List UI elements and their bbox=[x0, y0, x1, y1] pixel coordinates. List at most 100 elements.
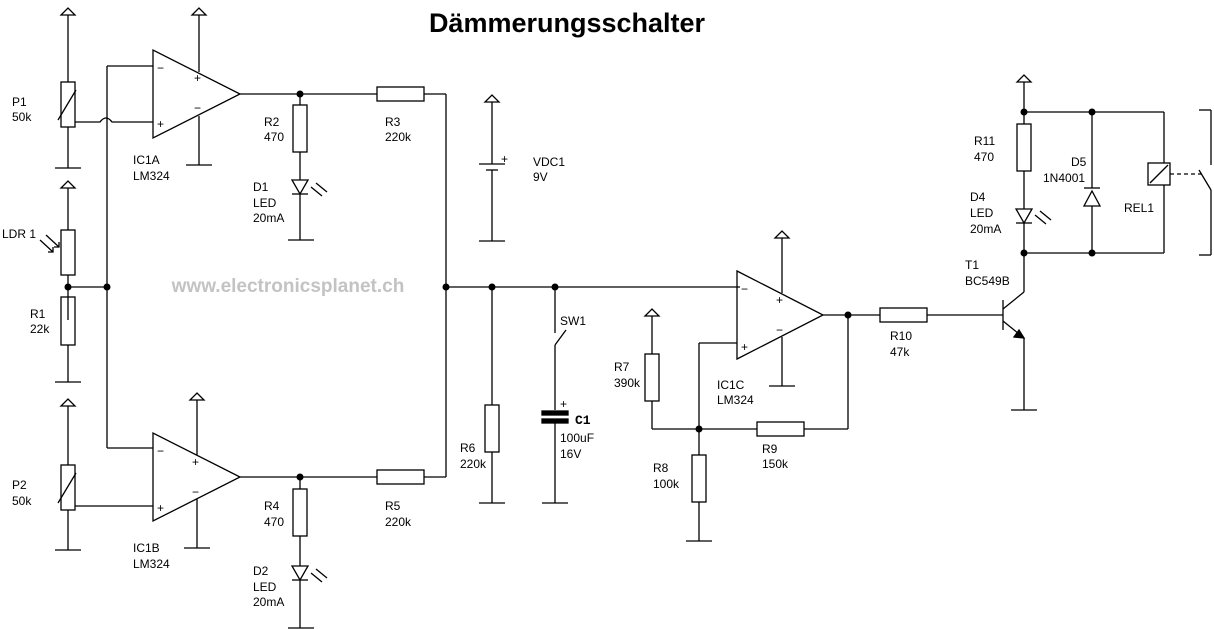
resistor-r5 bbox=[376, 469, 446, 485]
r4-value: 470 bbox=[264, 515, 284, 529]
ic1a-ref: IC1A bbox=[133, 153, 160, 167]
supply-arrow-icon bbox=[643, 308, 661, 317]
d2-value: 20mA bbox=[253, 595, 284, 609]
vdc1-value: 9V bbox=[533, 170, 548, 184]
r1-value: 22k bbox=[30, 322, 50, 336]
ic1b-vplus-pin: + bbox=[192, 455, 199, 469]
r9-value: 150k bbox=[762, 457, 789, 471]
r11-ref: R11 bbox=[974, 134, 995, 148]
supply-arrow-icon bbox=[59, 7, 77, 16]
ic1c-vplus-pin: + bbox=[776, 293, 783, 307]
vdc1-plus: + bbox=[501, 152, 508, 166]
r8-value: 100k bbox=[653, 477, 680, 491]
ic1a-vminus-pin: − bbox=[194, 101, 201, 115]
opamp-ic1a bbox=[152, 7, 377, 166]
d4-type: LED bbox=[970, 206, 994, 220]
c1-voltage: 16V bbox=[560, 447, 581, 461]
p2-ref: P2 bbox=[12, 478, 27, 492]
resistor-r6 bbox=[479, 287, 505, 504]
ic1b-vminus-pin: − bbox=[192, 485, 199, 499]
r4-d2-branch bbox=[288, 473, 328, 629]
supply-arrow-icon bbox=[59, 398, 77, 407]
r5-ref: R5 bbox=[385, 499, 401, 513]
ic1b-noninverting-pin: + bbox=[157, 501, 164, 515]
r2-ref: R2 bbox=[264, 115, 280, 129]
d5-value: 1N4001 bbox=[1043, 171, 1085, 185]
r4-ref: R4 bbox=[264, 499, 280, 513]
d1-value: 20mA bbox=[253, 211, 284, 225]
c1-ref: C1 bbox=[575, 413, 591, 428]
ic1c-noninverting-pin: + bbox=[741, 340, 748, 354]
schematic-title: Dämmerungsschalter bbox=[429, 8, 706, 38]
supply-arrow-icon bbox=[59, 180, 77, 189]
hysteresis-network bbox=[643, 308, 848, 542]
summing-bus bbox=[442, 94, 740, 477]
opamp-ic1c bbox=[698, 230, 880, 455]
r8-ref: R8 bbox=[653, 461, 669, 475]
r2-value: 470 bbox=[264, 130, 284, 144]
d4-value: 20mA bbox=[970, 222, 1001, 236]
ic1b-inverting-pin: − bbox=[157, 444, 164, 458]
ldr-node-wiring bbox=[103, 65, 153, 449]
r10-ref: R10 bbox=[890, 329, 912, 343]
supply-arrow-icon bbox=[773, 230, 791, 239]
r3-ref: R3 bbox=[385, 115, 401, 129]
p1-ref: P1 bbox=[12, 95, 27, 109]
diode-d5-icon bbox=[1082, 189, 1102, 207]
c1-plus: + bbox=[560, 397, 567, 411]
opamp-ic1b bbox=[152, 392, 377, 549]
watermark: www.electronicsplanet.ch bbox=[171, 276, 405, 297]
led-d2-icon bbox=[290, 565, 310, 582]
d2-ref: D2 bbox=[253, 564, 269, 578]
led-d4-icon bbox=[1014, 208, 1034, 225]
relay-driver bbox=[1014, 74, 1212, 257]
ic1c-vminus-pin: − bbox=[776, 323, 783, 337]
supply-arrow-icon bbox=[1015, 74, 1033, 83]
ic1a-noninverting-pin: + bbox=[157, 117, 164, 131]
emitter-arrow-icon bbox=[1012, 328, 1026, 339]
capacitor-plate-icon bbox=[541, 410, 569, 416]
switch-sw1-capacitor-c1 bbox=[541, 287, 569, 504]
r2-d1-branch bbox=[288, 90, 328, 241]
d5-ref: D5 bbox=[1071, 155, 1087, 169]
d1-type: LED bbox=[253, 196, 277, 210]
supply-arrow-icon bbox=[190, 7, 208, 16]
ldr-ref: LDR 1 bbox=[2, 227, 36, 241]
r3-value: 220k bbox=[385, 130, 412, 144]
ic1b-value: LM324 bbox=[133, 557, 170, 571]
vdc1-ref: VDC1 bbox=[533, 155, 565, 169]
ic1a-vplus-pin: + bbox=[194, 71, 201, 85]
resistor-r10 bbox=[879, 307, 1003, 323]
r7-value: 390k bbox=[614, 376, 641, 390]
sw1-ref: SW1 bbox=[560, 314, 586, 328]
r7-ref: R7 bbox=[614, 360, 630, 374]
ic1a-inverting-pin: − bbox=[157, 61, 164, 75]
r1-ref: R1 bbox=[30, 307, 46, 321]
battery-vdc1 bbox=[479, 94, 505, 242]
r6-ref: R6 bbox=[460, 441, 476, 455]
potentiometer-p2 bbox=[55, 398, 153, 551]
t1-value: BC549B bbox=[965, 274, 1010, 288]
resistor-r3 bbox=[376, 86, 446, 102]
ic1a-value: LM324 bbox=[133, 169, 170, 183]
p1-value: 50k bbox=[12, 110, 32, 124]
t1-ref: T1 bbox=[965, 258, 979, 272]
d2-type: LED bbox=[253, 580, 277, 594]
r5-value: 220k bbox=[385, 515, 412, 529]
c1-value: 100uF bbox=[560, 431, 594, 445]
rel1-ref: REL1 bbox=[1124, 201, 1154, 215]
r9-ref: R9 bbox=[762, 442, 778, 456]
ic1c-value: LM324 bbox=[717, 393, 754, 407]
r11-value: 470 bbox=[974, 150, 994, 164]
r6-value: 220k bbox=[460, 457, 487, 471]
ic1c-inverting-pin: − bbox=[741, 282, 748, 296]
d4-ref: D4 bbox=[970, 190, 986, 204]
potentiometer-p1 bbox=[55, 7, 153, 169]
ic1c-ref: IC1C bbox=[717, 378, 745, 392]
light-arrow-icon bbox=[39, 239, 54, 253]
supply-arrow-icon bbox=[188, 392, 206, 401]
transistor-t1 bbox=[1002, 253, 1037, 411]
r10-value: 47k bbox=[890, 345, 910, 359]
supply-arrow-icon bbox=[483, 94, 501, 103]
